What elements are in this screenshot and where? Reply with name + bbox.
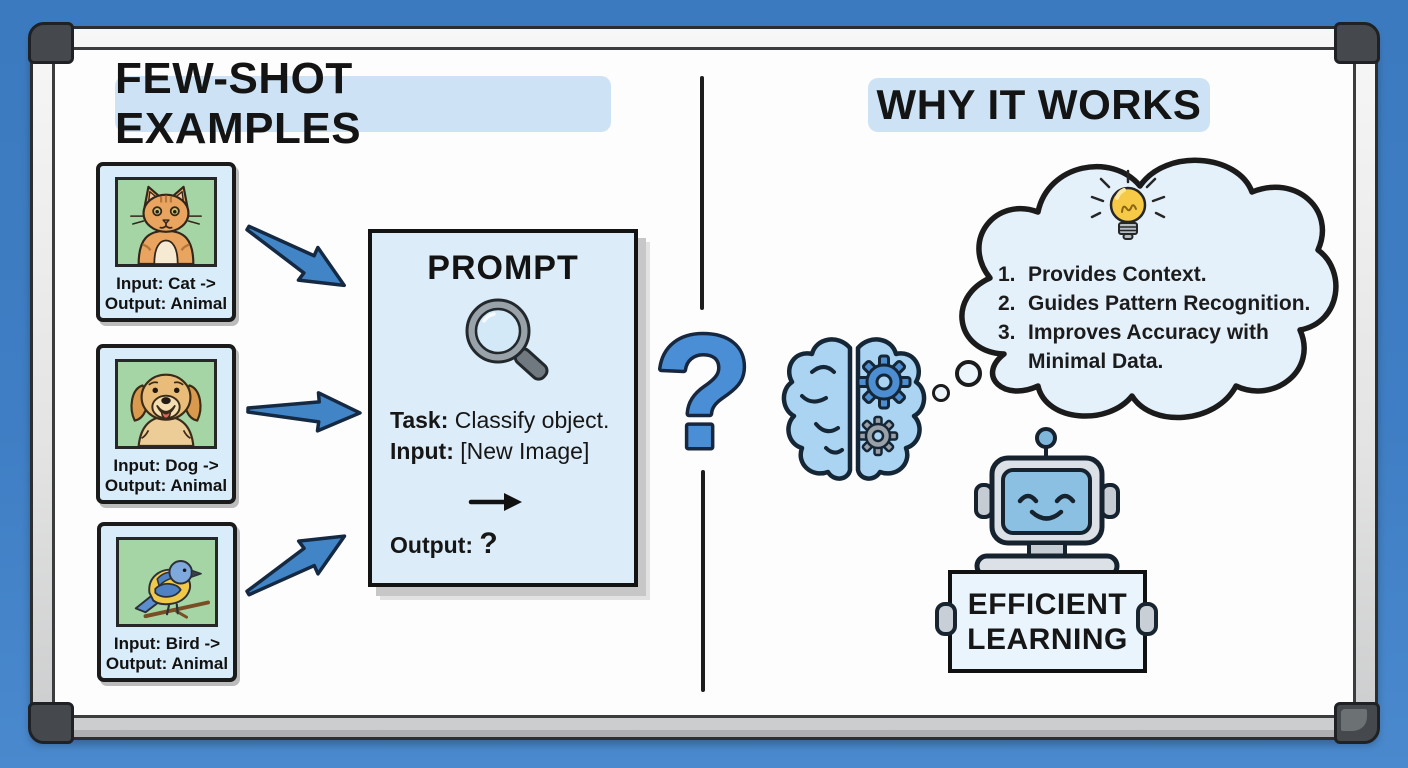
question-mark-icon: ?	[651, 312, 756, 464]
right-arrow-icon	[468, 493, 522, 511]
cat-caption: Input: Cat -> Output: Animal	[105, 274, 227, 314]
dog-photo	[115, 359, 217, 449]
thought-bubble	[955, 360, 982, 387]
input-value: [New Image]	[460, 438, 590, 464]
board-corner-cap	[1334, 702, 1380, 744]
lightbulb-icon	[1090, 169, 1166, 240]
cat-photo	[115, 177, 217, 267]
dog-icon	[130, 373, 202, 446]
robot-sign: EFFICIENT LEARNING	[948, 570, 1147, 673]
reasons-list: 1. Provides Context. 2. Guides Pattern R…	[998, 260, 1350, 376]
gear-icon	[856, 354, 912, 410]
bird-caption: Input: Bird -> Output: Animal	[106, 634, 228, 674]
example-card-dog: Input: Dog -> Output: Animal	[96, 344, 236, 504]
thought-cloud	[959, 157, 1339, 421]
reason-text: Improves Accuracy with Minimal Data.	[1028, 321, 1269, 373]
reason-number: 1.	[998, 263, 1016, 286]
prompt-card: PROMPT Task: Classify object. Input: [Ne…	[368, 229, 638, 587]
robot: EFFICIENT LEARNING	[930, 424, 1162, 684]
sign-line-2: LEARNING	[967, 622, 1128, 656]
board-corner-cap	[28, 702, 74, 744]
prompt-task-line: Task: Classify object.	[390, 405, 626, 436]
cat-input-label: Input: Cat ->	[116, 274, 216, 293]
sign-line-1: EFFICIENT	[967, 587, 1128, 621]
bird-photo	[116, 537, 218, 627]
arrow-dog-to-prompt-icon	[246, 391, 362, 433]
task-label: Task:	[390, 407, 449, 433]
bird-icon	[134, 560, 210, 619]
few-shot-examples-heading: FEW-SHOT EXAMPLES	[115, 54, 611, 153]
arrow-bird-to-prompt-icon	[245, 534, 347, 597]
reason-number: 3.	[998, 321, 1016, 344]
reason-text: Guides Pattern Recognition.	[1028, 292, 1311, 315]
reason-item-1: 1. Provides Context.	[998, 260, 1350, 289]
robot-hand	[1136, 602, 1158, 636]
bird-input-label: Input: Bird ->	[113, 634, 221, 653]
output-label: Output:	[390, 532, 474, 558]
task-value: Classify object.	[454, 407, 610, 433]
example-card-cat: Input: Cat -> Output: Animal	[96, 162, 236, 322]
reason-item-3: 3. Improves Accuracy with Minimal Data.	[998, 318, 1350, 376]
cat-output-label: Output: Animal	[104, 294, 228, 313]
thought-bubble	[932, 384, 950, 402]
question-mark-glyph: ?	[654, 312, 752, 464]
reason-text: Provides Context.	[1028, 263, 1207, 286]
reason-number: 2.	[998, 292, 1016, 315]
prompt-input-line: Input: [New Image]	[390, 436, 626, 467]
dog-caption: Input: Dog -> Output: Animal	[105, 456, 227, 496]
robot-hand	[935, 602, 957, 636]
prompt-body: Task: Classify object. Input: [New Image…	[390, 405, 626, 467]
cat-icon	[130, 185, 202, 264]
output-question-mark: ?	[479, 527, 498, 560]
divider-line-top	[700, 76, 704, 310]
arrow-cat-to-prompt-icon	[245, 224, 346, 288]
brain-icon	[781, 337, 927, 481]
example-card-bird: Input: Bird -> Output: Animal	[97, 522, 237, 682]
divider-line-bottom	[701, 470, 705, 692]
bird-output-label: Output: Animal	[105, 654, 229, 673]
gear-icon	[857, 415, 899, 457]
why-it-works-heading: WHY IT WORKS	[868, 78, 1210, 132]
dog-output-label: Output: Animal	[104, 476, 228, 495]
prompt-title: PROMPT	[427, 249, 579, 287]
dog-input-label: Input: Dog ->	[113, 456, 219, 475]
board-corner-cap	[28, 22, 74, 64]
input-label: Input:	[390, 438, 454, 464]
corner-sheen	[1341, 709, 1367, 731]
board-corner-cap	[1334, 22, 1380, 64]
reason-item-2: 2. Guides Pattern Recognition.	[998, 289, 1350, 318]
magnifier-icon	[465, 298, 549, 381]
prompt-output-line: Output: ?	[390, 527, 498, 561]
